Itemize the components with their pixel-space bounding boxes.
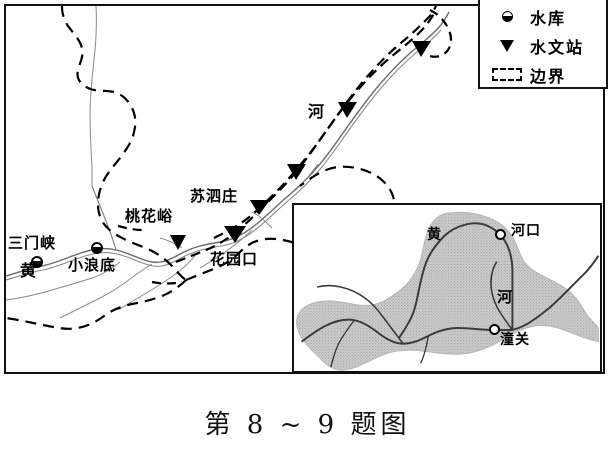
- river-yellow-main-course-shadow: [6, 29, 442, 281]
- river-yellow-main-course: [6, 11, 450, 277]
- label-taohuayu: 桃花峪: [125, 207, 174, 225]
- figure-caption: 第 8 ~ 9 题图: [204, 410, 411, 440]
- inset-river-tributary-small: [420, 335, 430, 364]
- boundary-northeast-hook: [429, 9, 453, 58]
- legend-item-boundary: 边界: [480, 60, 606, 89]
- inset-basin-area: [296, 211, 599, 371]
- station-marker-huayuankou: [224, 226, 246, 243]
- river-tributary-north-upper: [91, 185, 117, 251]
- inset-river-north-arm: [398, 222, 514, 339]
- inset-label-tongguan: 潼关: [500, 332, 530, 348]
- legend-label-boundary: 边界: [530, 66, 567, 86]
- boundary-west-lower: [6, 279, 187, 330]
- station-triangle-icon: [490, 39, 524, 52]
- legend-item-station: 水文站: [480, 31, 606, 60]
- inset-river-west-branch-1: [316, 284, 404, 345]
- inset-marker-tongguan: [488, 323, 500, 335]
- river-tributary-north-long: [89, 6, 97, 186]
- station-marker-4: [287, 164, 306, 180]
- boundary-river-south-side: [175, 13, 435, 264]
- label-susizhuang: 苏泗庄: [190, 187, 239, 205]
- legend-label-reservoir: 水库: [530, 8, 567, 28]
- station-marker-6: [412, 41, 431, 57]
- river-spur-b: [251, 211, 273, 229]
- label-river-he-main: 河: [308, 102, 326, 121]
- label-river-huang-main: 黄: [20, 261, 38, 280]
- reservoir-circle-icon: [490, 11, 524, 22]
- station-markers-group: [170, 41, 431, 250]
- inset-river-east-arm: [512, 255, 600, 331]
- label-sanmenxia: 三门峡: [8, 234, 57, 252]
- station-marker-taohuayu: [170, 235, 186, 250]
- station-marker-susizhuang: [250, 200, 270, 215]
- river-spur-a: [159, 237, 183, 249]
- river-tributary-southwest-1: [6, 261, 121, 301]
- inset-label-river-he: 河: [497, 288, 514, 306]
- inset-marker-hekou: [494, 228, 506, 240]
- reservoir-marker-xiaolangdi: [91, 242, 103, 254]
- label-huayuankou: 花园口: [210, 250, 259, 268]
- inset-river-wei-branch: [490, 261, 514, 331]
- inset-label-hekou: 河口: [511, 223, 541, 239]
- river-tributary-south-lower: [117, 251, 199, 311]
- legend-item-reservoir: 水库: [480, 2, 606, 31]
- reservoir-marker-sanmenxia: [31, 256, 43, 268]
- inset-map-vector-layer: [296, 211, 600, 371]
- river-tributary-mid-south: [199, 229, 253, 269]
- inset-river-west-branch-2: [330, 319, 355, 368]
- boundary-stub-taohuayu: [117, 224, 143, 232]
- station-marker-5: [338, 102, 357, 118]
- river-tributary-southwest-2: [59, 263, 153, 319]
- inset-map-frame: [292, 203, 602, 373]
- inset-label-river-huang: 黄: [427, 227, 442, 243]
- boundary-stub-huayuankou: [151, 280, 183, 285]
- boundary-north-loop: [60, 6, 187, 281]
- label-xiaolangdi: 小浪底: [68, 256, 117, 274]
- legend-box: 水库 水文站 边界: [478, 0, 608, 89]
- boundary-dashed-icon: [490, 68, 524, 81]
- legend-label-station: 水文站: [530, 37, 585, 57]
